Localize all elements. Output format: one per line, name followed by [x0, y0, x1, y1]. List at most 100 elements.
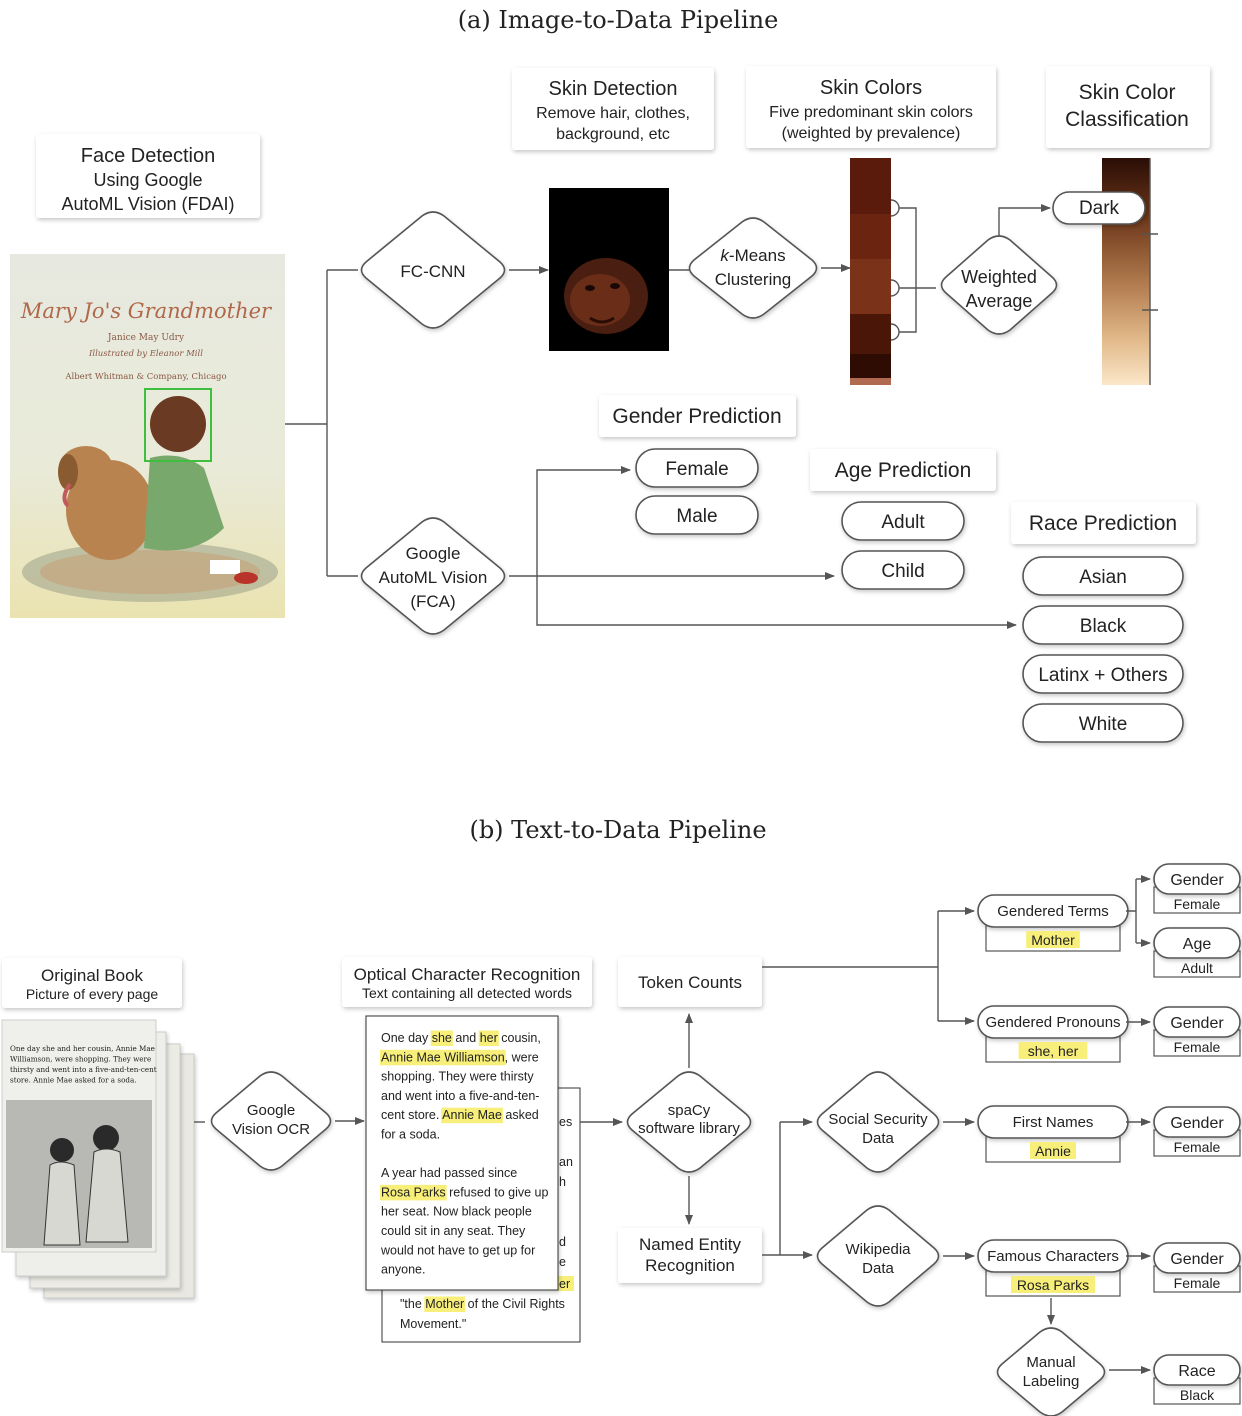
race-option-0: Asian	[1022, 556, 1184, 596]
detected-face-image	[549, 188, 669, 351]
face-detection-line2: Using Google	[93, 170, 202, 190]
age-option-child-label: Child	[881, 561, 924, 582]
age-option-child: Child	[841, 550, 965, 590]
age-prediction-title: Age Prediction	[835, 459, 972, 482]
highlight-mark	[380, 1049, 506, 1066]
google-automl-line1: Google	[406, 544, 461, 563]
highlight-mark	[1030, 1142, 1076, 1159]
ocr-text-line: would not have to get up for	[380, 1243, 535, 1257]
ocr-text-line: could sit in any seat. They	[381, 1224, 526, 1238]
race-option-2: Latinx + Others	[1022, 654, 1184, 694]
weighted-average-line2: Average	[966, 291, 1033, 311]
skin-colors-line3: (weighted by prevalence)	[782, 125, 961, 142]
skin-swatch	[850, 158, 891, 214]
ocr-text-line: One day she and her cousin,	[381, 1031, 541, 1045]
google-ocr-line1: Google	[247, 1102, 295, 1119]
book-cover-title: Mary Jo's Grandmother	[20, 299, 273, 323]
google-automl-node: Google AutoML Vision (FCA)	[360, 517, 506, 635]
section-b-title: (b) Text-to-Data Pipeline	[469, 816, 766, 844]
page-figure-right	[93, 1125, 119, 1151]
highlight-mark	[441, 1107, 503, 1124]
manual-labeling-node: Manual Labeling	[996, 1327, 1106, 1416]
output-title: Gender	[1170, 1115, 1224, 1132]
weighted-average-node: Weighted Average	[940, 235, 1058, 335]
kmeans-line1: k-Means	[720, 246, 785, 265]
gender-option-male-label: Male	[676, 506, 717, 527]
output-title: Age	[1183, 936, 1212, 953]
output-value: Black	[1180, 1387, 1215, 1403]
ocr-back-fragment: an	[559, 1155, 573, 1169]
google-ocr-node: Google Vision OCR	[210, 1071, 332, 1171]
original-book-box: Original Book Picture of every page	[2, 958, 182, 1008]
ocr-text-line: "the Mother of the Civil Rights	[400, 1297, 565, 1311]
skin-swatch	[850, 259, 891, 314]
book-cover-illustrator: Illustrated by Eleanor Mill	[88, 349, 203, 359]
race-prediction-box: Race Prediction	[1011, 502, 1196, 544]
page-text-line: store. Annie Mae asked for a soda.	[10, 1076, 137, 1085]
text-span: of the Civil Rights	[464, 1297, 565, 1311]
output-title: Gender	[1170, 1015, 1224, 1032]
highlighted-word: she	[432, 1031, 452, 1045]
gender-prediction-box: Gender Prediction	[599, 395, 796, 437]
google-automl-line3: (FCA)	[410, 592, 455, 611]
gender-option-female: Female	[635, 448, 759, 488]
ocr-front-page: One day she and her cousin, Annie Mae Wil…	[365, 1015, 559, 1291]
highlight-mark	[1026, 931, 1080, 948]
book-cover-publisher: Albert Whitman & Company, Chicago	[64, 372, 226, 382]
output-value: Adult	[1181, 960, 1213, 976]
text-span: cousin,	[498, 1031, 541, 1045]
fc-cnn-node: FC-CNN	[360, 211, 506, 329]
gender-option-female-label: Female	[665, 459, 728, 480]
ocr-text-line: her seat. Now black people	[381, 1205, 532, 1219]
face-detection-line3: AutoML Vision (FDAI)	[61, 194, 234, 214]
skin-detection-title: Skin Detection	[549, 78, 678, 100]
text-span: and went into a five-and-ten-	[381, 1089, 539, 1103]
page-text-line: One day she and her cousin, Annie Mae	[10, 1044, 155, 1053]
first-names-example: Annie	[1035, 1143, 1071, 1159]
original-book-subtitle: Picture of every page	[26, 986, 159, 1002]
face-detection-box: Face Detection Using Google AutoML Visio…	[36, 134, 260, 218]
page-text-line: Williamson, were shopping. They were	[10, 1055, 151, 1064]
face-detection-title: Face Detection	[81, 145, 216, 167]
text-span: refused to give up	[446, 1185, 549, 1199]
famous-characters-title: Famous Characters	[987, 1248, 1119, 1265]
ocr-text-line: Annie Mae Williamson, were	[381, 1050, 539, 1064]
race-option-1-label: Black	[1080, 616, 1127, 637]
ocr-text-line: Movement."	[400, 1317, 466, 1331]
text-span: shopping. They were thirsty	[381, 1070, 534, 1084]
ocr-text-line: A year had passed since	[381, 1166, 517, 1180]
age-option-adult: Adult	[841, 501, 965, 541]
text-span: "the	[400, 1297, 425, 1311]
ner-box: Named Entity Recognition	[618, 1228, 762, 1283]
skin-swatch	[850, 214, 891, 259]
book-cover-image: Mary Jo's Grandmother Janice May Udry Il…	[10, 254, 285, 618]
weighted-average-line1: Weighted	[961, 267, 1037, 287]
ocr-text-line: shopping. They were thirsty	[381, 1070, 534, 1084]
ocr-text-line: cent store. Annie Mae asked	[381, 1108, 539, 1122]
highlighted-word: Annie Mae	[442, 1108, 502, 1122]
output-title: Race	[1178, 1363, 1215, 1380]
race-option-3: White	[1022, 703, 1184, 743]
gender-option-male: Male	[635, 495, 759, 535]
highlight-mark	[478, 1030, 499, 1046]
page-text-line: thirsty and went into a five-and-ten-cen…	[10, 1065, 157, 1074]
text-span: , were	[505, 1050, 539, 1064]
gender-prediction-title: Gender Prediction	[612, 405, 781, 428]
gendered-pronouns-title: Gendered Pronouns	[985, 1014, 1120, 1031]
ocr-title: Optical Character Recognition	[354, 965, 581, 984]
output-value: Female	[1174, 1039, 1221, 1055]
text-span: and	[452, 1031, 480, 1045]
output-title: Gender	[1170, 1251, 1224, 1268]
famous-characters-example: Rosa Parks	[1017, 1277, 1089, 1293]
highlighted-word: Rosa Parks	[381, 1185, 446, 1199]
skin-swatch	[850, 314, 891, 354]
highlight-mark	[380, 1184, 447, 1201]
race-prediction-title: Race Prediction	[1029, 512, 1177, 535]
